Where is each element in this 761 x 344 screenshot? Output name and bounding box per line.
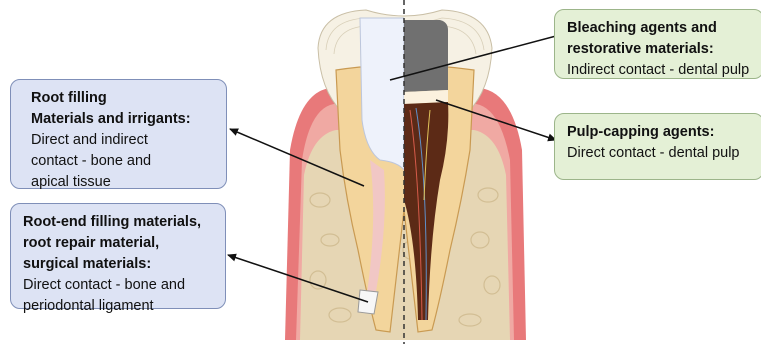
callout-body: Direct and indirect bbox=[31, 130, 216, 151]
callout-title: restorative materials: bbox=[567, 39, 753, 60]
callout-root-filling: Root filling Materials and irrigants: Di… bbox=[10, 79, 227, 189]
callout-title: Pulp-capping agents: bbox=[567, 122, 753, 143]
callout-pulp-capping: Pulp-capping agents: Direct contact - de… bbox=[554, 113, 761, 180]
callout-body: Indirect contact - dental pulp bbox=[567, 60, 753, 81]
callout-title: surgical materials: bbox=[23, 254, 215, 275]
callout-body: periodontal ligament bbox=[23, 296, 215, 317]
callout-title: Materials and irrigants: bbox=[31, 109, 216, 130]
callout-body: Direct contact - bone and bbox=[23, 275, 215, 296]
callout-title: Root filling bbox=[31, 88, 216, 109]
callout-body: contact - bone and bbox=[31, 151, 216, 172]
callout-body: apical tissue bbox=[31, 172, 216, 193]
callout-title: Root-end filling materials, bbox=[23, 212, 215, 233]
callout-root-end-filling: Root-end filling materials, root repair … bbox=[10, 203, 226, 309]
callout-body: Direct contact - dental pulp bbox=[567, 143, 753, 164]
callout-title: root repair material, bbox=[23, 233, 215, 254]
restoration-material bbox=[404, 20, 448, 92]
callout-bleaching-agents: Bleaching agents and restorative materia… bbox=[554, 9, 761, 79]
callout-title: Bleaching agents and bbox=[567, 18, 753, 39]
